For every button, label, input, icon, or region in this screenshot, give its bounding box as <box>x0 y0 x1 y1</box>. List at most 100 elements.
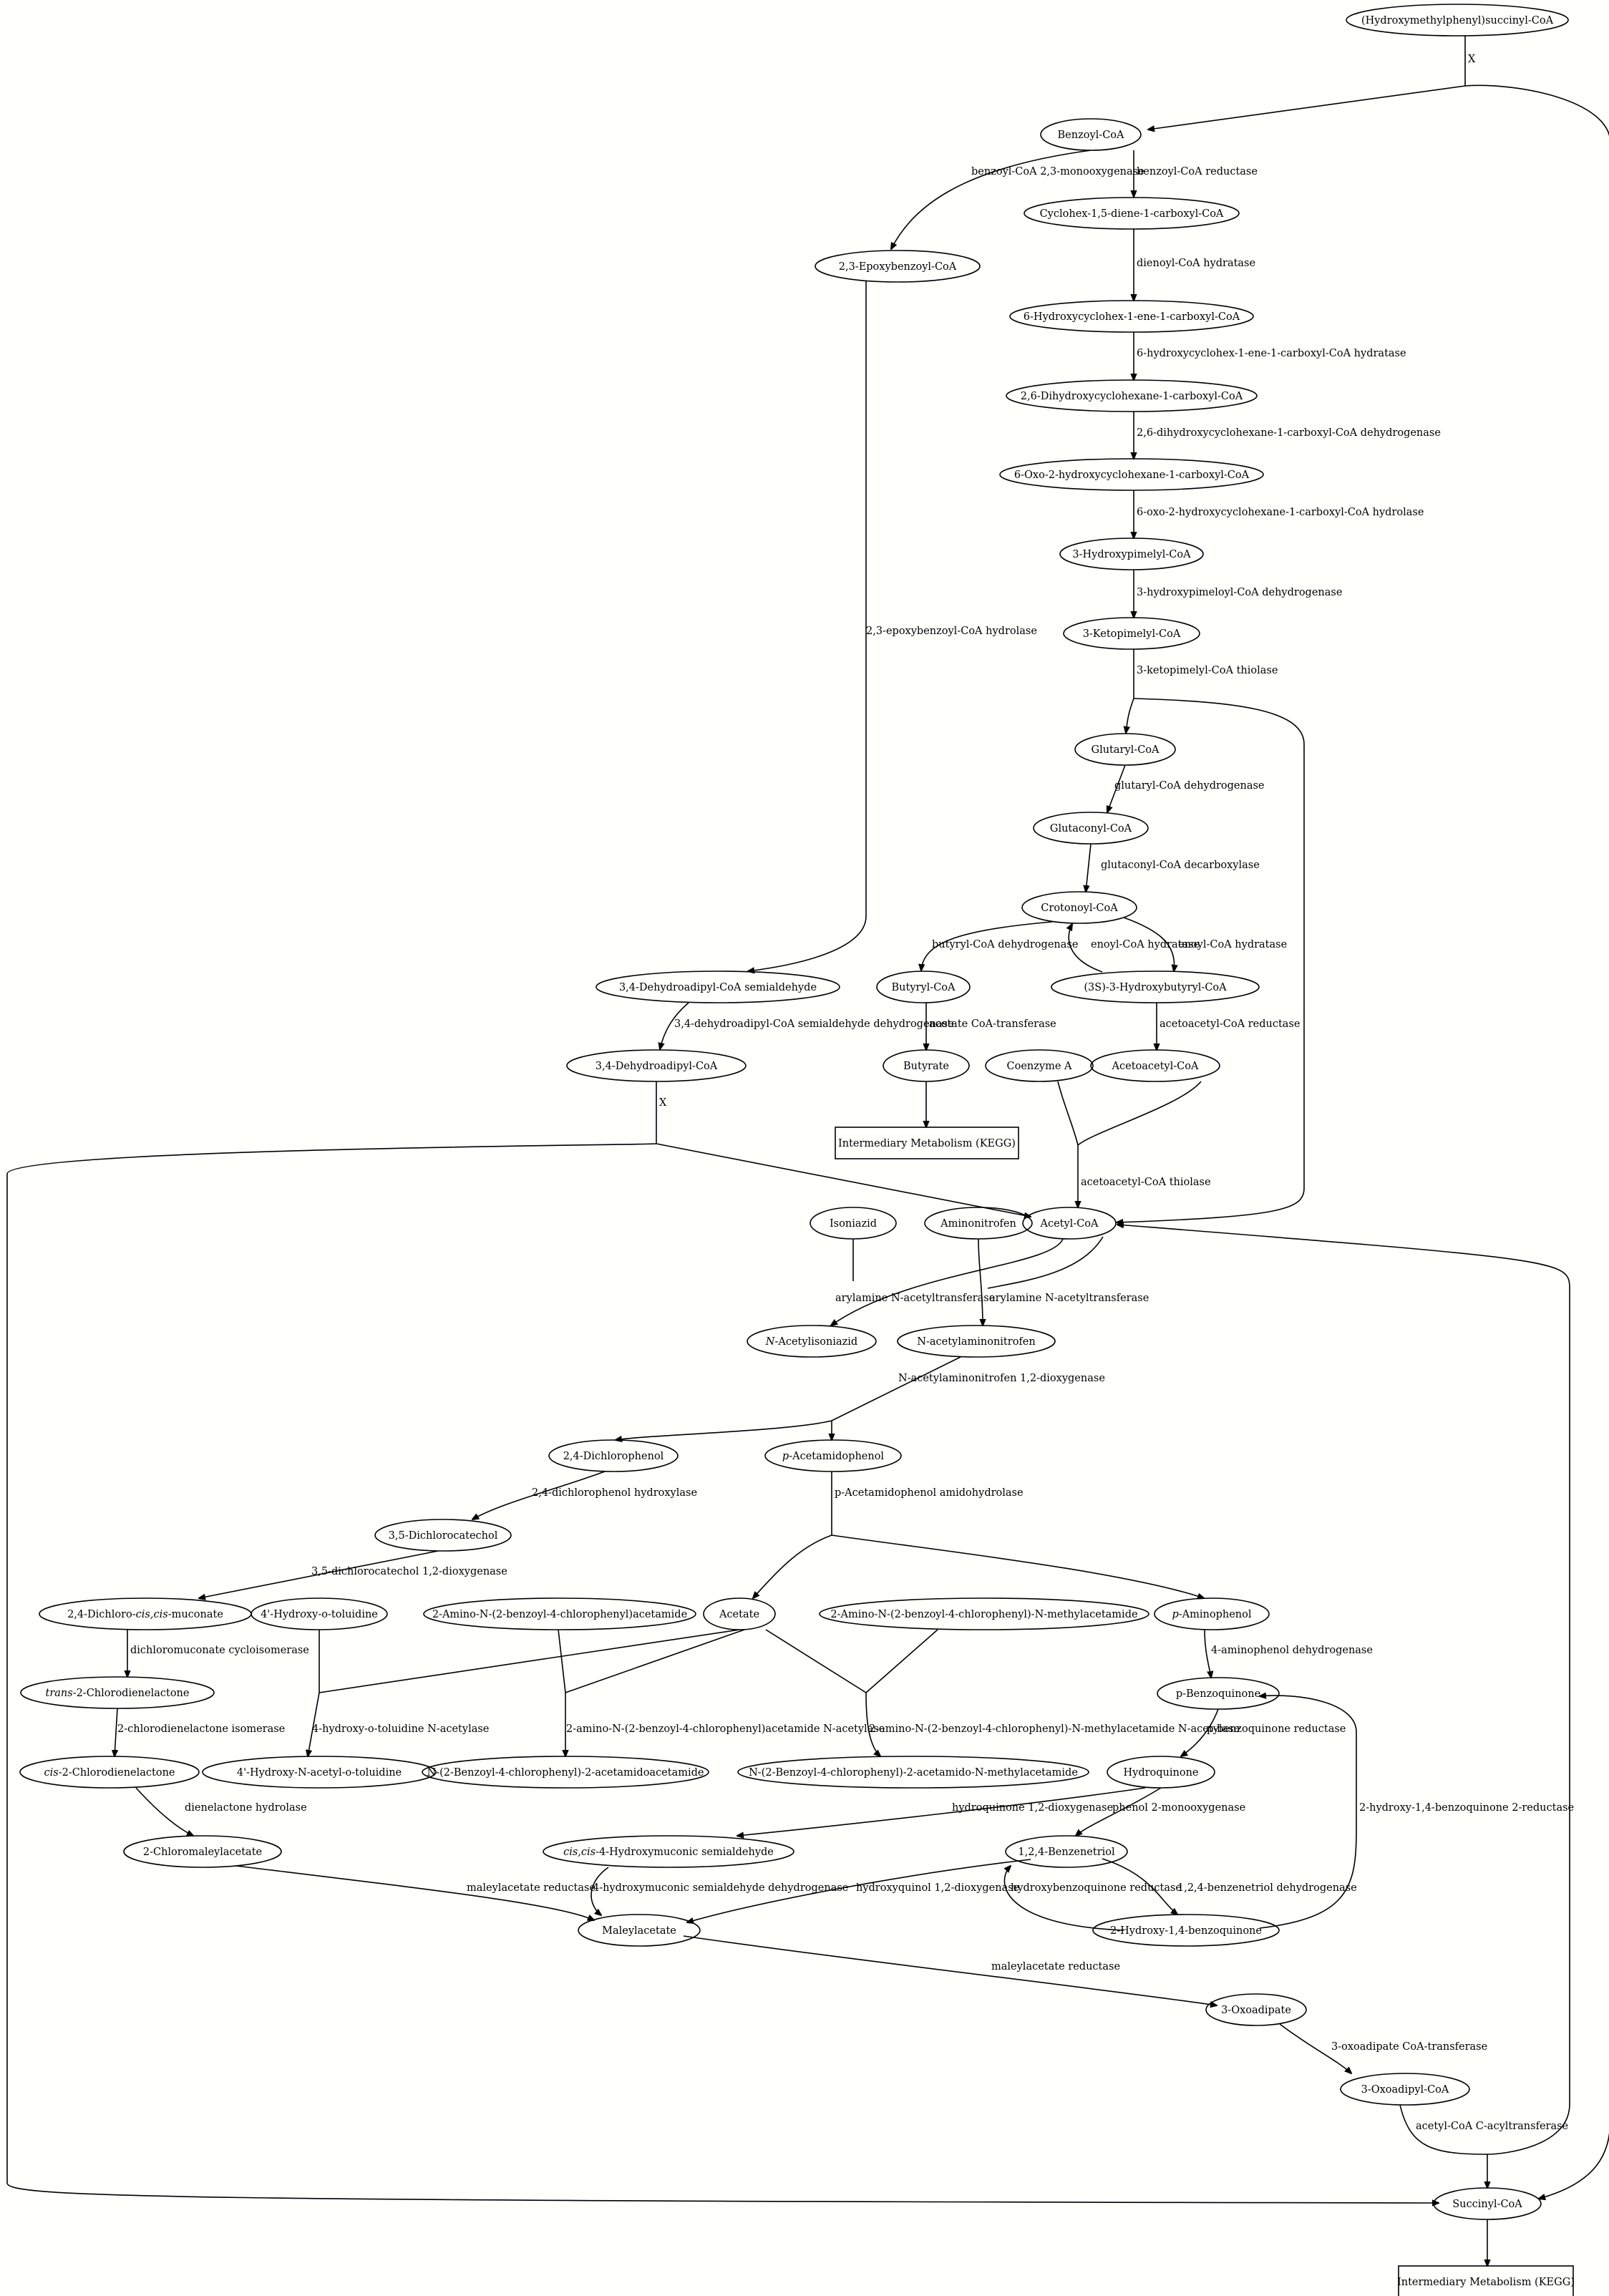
node-ellipse <box>19 1756 200 1789</box>
node-hbut: (3S)-3-Hydroxybutyryl-CoA <box>1051 971 1260 1003</box>
edge-line <box>616 1420 832 1440</box>
node-label: Succinyl-CoA <box>1452 2199 1522 2210</box>
node-label: 2,4-Dichloro-cis,cis-muconate <box>67 1609 223 1620</box>
node-hq: Hydroquinone <box>1107 1756 1215 1789</box>
node-nbca: N-(2-Benzoyl-4-chlorophenyl)-2-acetamido… <box>422 1756 709 1789</box>
node-dcp: 2,4-Dichlorophenol <box>548 1439 679 1472</box>
node-chd: Cyclohex-1,5-diene-1-carboxyl-CoA <box>1024 197 1240 230</box>
node-ellipse <box>1040 118 1142 151</box>
edge-label: enoyl-CoA hydratase <box>1178 939 1287 950</box>
node-hnat: 4'-Hydroxy-N-acetyl-o-toluidine <box>202 1756 437 1789</box>
node-hpim: 3-Hydroxypimelyl-CoA <box>1059 537 1204 570</box>
node-kpim: 3-Ketopimelyl-CoA <box>1063 617 1200 650</box>
node-label: 3,4-Dehydroadipyl-CoA semialdehyde <box>619 982 817 993</box>
edge-label: 3-oxoadipate CoA-transferase <box>1331 2041 1487 2053</box>
node-ellipse <box>548 1439 679 1472</box>
node-ellipse <box>1205 1993 1307 2026</box>
edge-label: hydroxybenzoquinone reductase <box>1011 1882 1182 1894</box>
node-ellipse <box>747 1325 877 1358</box>
node-label: 3-Ketopimelyl-CoA <box>1083 628 1181 640</box>
edge-label: p-Acetamidophenol amidohydrolase <box>835 1487 1024 1499</box>
node-bt: 1,2,4-Benzenetriol <box>1005 1835 1128 1868</box>
node-buty: Butyryl-CoA <box>876 971 971 1003</box>
edge-line <box>1004 1866 1124 1931</box>
node-label: Aminonitrofen <box>940 1218 1016 1230</box>
node-ellipse <box>423 1597 696 1630</box>
node-ellipse <box>596 971 840 1003</box>
edge-line <box>115 1708 117 1756</box>
edge-label: 2,4-dichlorophenol hydroxylase <box>532 1487 697 1499</box>
edge-label: 4-hydroxymuconic semialdehyde dehydrogen… <box>593 1882 848 1894</box>
node-dcm: 2,4-Dichloro-cis,cis-muconate <box>39 1597 252 1630</box>
node-aminonitro: Aminonitrofen <box>924 1207 1033 1240</box>
node-label: 3,5-Dichlorocatechol <box>389 1530 498 1542</box>
node-ellipse <box>1033 812 1149 845</box>
node-abca: 2-Amino-N-(2-benzoyl-4-chlorophenyl)acet… <box>423 1597 696 1630</box>
node-ellipse <box>1022 1207 1117 1240</box>
edge-label: butyryl-CoA dehydrogenase <box>932 939 1078 950</box>
edge-line <box>1102 1858 1177 1915</box>
edge-label: p-benzoquinone reductase <box>1207 1723 1346 1735</box>
edge-line <box>987 1236 1104 1289</box>
node-label: p-Benzoquinone <box>1176 1688 1260 1700</box>
edge-line <box>1077 1081 1202 1146</box>
node-label: Maleylacetate <box>602 1925 676 1937</box>
node-label: Acetoacetyl-CoA <box>1112 1061 1199 1072</box>
edge-label: 2,3-epoxybenzoyl-CoA hydrolase <box>866 626 1037 637</box>
node-label: cis-2-Chlorodienelactone <box>44 1767 175 1779</box>
edge-line <box>737 1787 1146 1836</box>
node-ellipse <box>1157 1677 1280 1710</box>
node-ellipse <box>1340 2073 1470 2106</box>
edge-line <box>1464 84 1609 2199</box>
node-hot: 4'-Hydroxy-o-toluidine <box>251 1597 388 1630</box>
node-box <box>835 1127 1019 1159</box>
node-box <box>1398 2265 1574 2296</box>
edge-label: glutaconyl-CoA decarboxylase <box>1101 860 1260 871</box>
node-glut: Glutaryl-CoA <box>1074 733 1176 766</box>
node-label: 2,6-Dihydroxycyclohexane-1-carboxyl-CoA <box>1021 391 1243 402</box>
node-label: 6-Hydroxycyclohex-1-ene-1-carboxyl-CoA <box>1024 311 1240 323</box>
edge-label: X <box>659 1097 667 1109</box>
node-isoniazid: Isoniazid <box>810 1207 897 1240</box>
edge-line <box>1181 1708 1219 1756</box>
node-label: p-Acetamidophenol <box>782 1451 885 1462</box>
node-chms: cis,cis-4-Hydroxymuconic semialdehyde <box>543 1835 794 1868</box>
node-label: Intermediary Metabolism (KEGG) <box>1397 2277 1575 2288</box>
node-ellipse <box>543 1835 794 1868</box>
node-label: Cyclohex-1,5-diene-1-carboxyl-CoA <box>1040 208 1224 220</box>
node-label: 2,4-Dichlorophenol <box>563 1451 664 1462</box>
edge-label: 2-amino-N-(2-benzoyl-4-chlorophenyl)acet… <box>566 1723 885 1735</box>
node-ellipse <box>20 1676 215 1709</box>
node-oxoadc: 3-Oxoadipyl-CoA <box>1340 2073 1470 2106</box>
node-hchx: 6-Hydroxycyclohex-1-ene-1-carboxyl-CoA <box>1009 300 1254 333</box>
node-ellipse <box>566 1049 747 1082</box>
node-ellipse <box>1154 1597 1270 1630</box>
node-ellipse <box>1092 1914 1280 1947</box>
edge-line <box>978 1238 983 1325</box>
edge-line <box>1086 843 1092 892</box>
node-label: 1,2,4-Benzenetriol <box>1018 1847 1115 1858</box>
node-ellipse <box>764 1439 902 1472</box>
node-kegg1: Intermediary Metabolism (KEGG) <box>835 1127 1019 1159</box>
node-label: cis,cis-4-Hydroxymuconic semialdehyde <box>563 1847 774 1858</box>
node-label: 2-Amino-N-(2-benzoyl-4-chlorophenyl)acet… <box>432 1609 687 1620</box>
edge-line <box>1107 764 1126 812</box>
node-dhas: 3,4-Dehydroadipyl-CoA semialdehyde <box>596 971 840 1003</box>
node-label: 4'-Hydroxy-o-toluidine <box>261 1609 378 1620</box>
node-ma: Maleylacetate <box>578 1914 701 1947</box>
edge-label: 2-amino-N-(2-benzoyl-4-chlorophenyl)-N-m… <box>869 1723 1240 1735</box>
edge-label: dienoyl-CoA hydratase <box>1137 258 1255 269</box>
edge-line <box>1117 698 1305 1222</box>
edge-line <box>1069 924 1103 973</box>
edge-line <box>319 1629 740 1693</box>
edge-line <box>308 1692 320 1756</box>
edge-line <box>135 1787 193 1836</box>
node-ellipse <box>202 1756 437 1789</box>
node-nbcm: N-(2-Benzoyl-4-chlorophenyl)-2-acetamido… <box>737 1756 1089 1789</box>
edge-line <box>865 1629 938 1693</box>
node-label: N-(2-Benzoyl-4-chlorophenyl)-2-acetamido… <box>427 1767 704 1779</box>
edge-line <box>765 1629 867 1693</box>
edge-line <box>1399 2104 1487 2188</box>
node-dcc: 3,5-Dichlorocatechol <box>374 1519 512 1552</box>
